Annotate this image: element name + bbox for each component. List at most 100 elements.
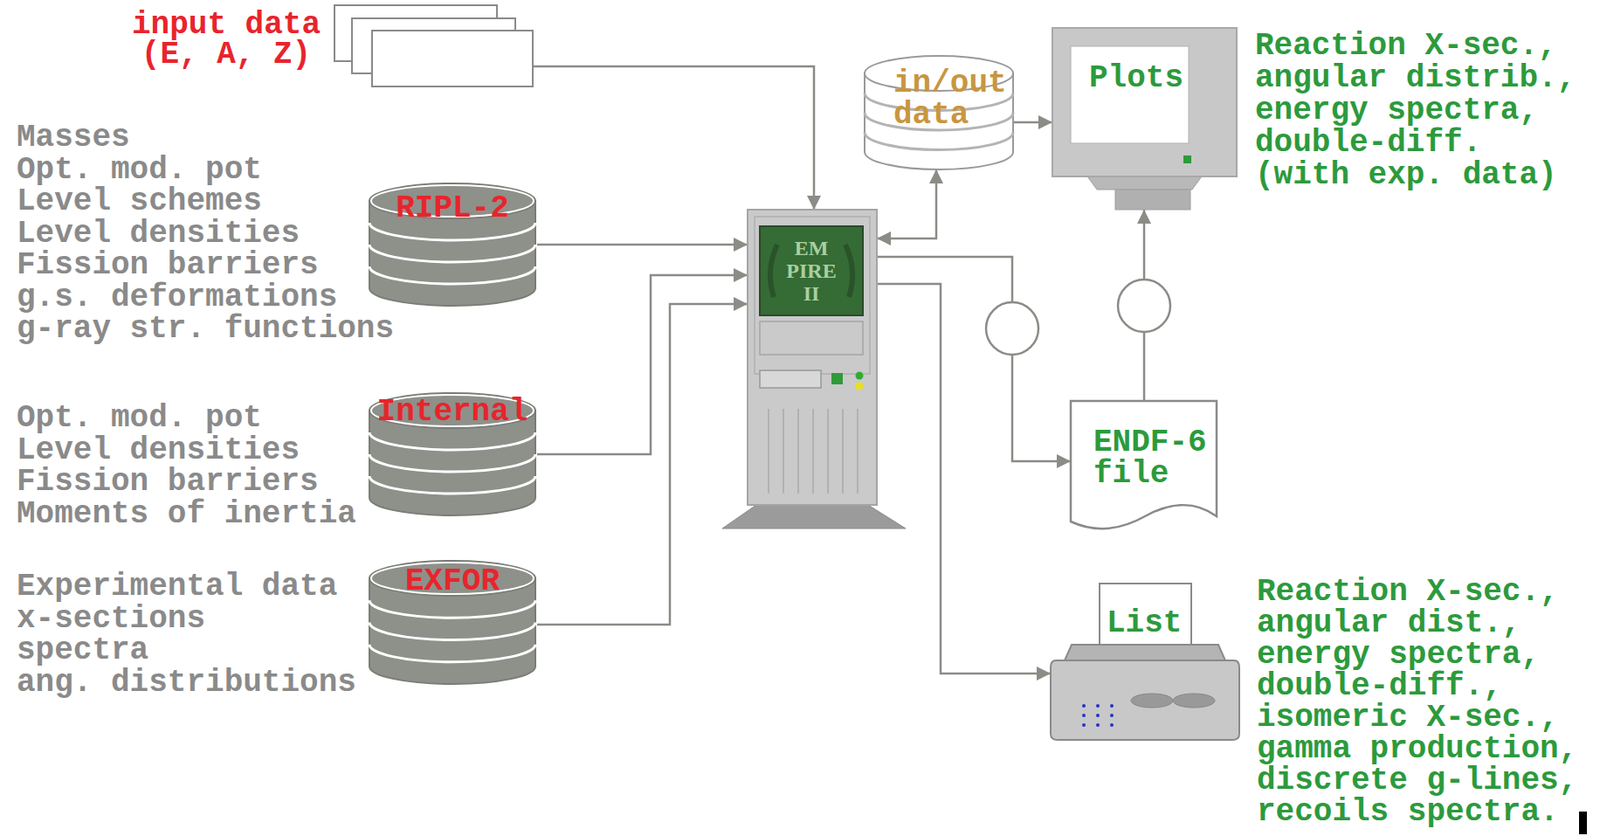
connector	[876, 256, 1071, 462]
printer-button	[1172, 693, 1215, 708]
list-item: spectra	[16, 634, 149, 667]
list-item: energy spectra,	[1255, 95, 1538, 127]
list-item: Level schemes	[16, 186, 263, 218]
node-label: Plots	[1089, 62, 1184, 95]
database-disc	[369, 622, 536, 641]
document-shape	[1070, 400, 1217, 529]
power-led	[1183, 155, 1192, 164]
printer-dot	[1110, 723, 1114, 727]
database-disc	[369, 475, 536, 494]
database-disc	[369, 454, 536, 472]
monitor-neck	[1087, 176, 1202, 190]
diagram-node: input data (E, A, Z)	[122, 5, 533, 89]
connector	[876, 169, 937, 239]
node-label: EXFOR	[369, 565, 536, 598]
line-circle	[986, 302, 1039, 355]
list-item: Fission barriers	[16, 466, 319, 498]
printer-top	[1064, 644, 1226, 661]
list-item: isomeric X-sec.,	[1256, 702, 1559, 734]
power-led	[831, 372, 843, 385]
printer-dot	[1096, 713, 1100, 718]
tower-case	[747, 209, 877, 505]
database-disc	[369, 244, 536, 263]
list-item: discrete g-lines,	[1256, 765, 1578, 797]
printer-dot	[1082, 703, 1086, 708]
monitor-case	[1052, 27, 1237, 177]
database-disc	[864, 132, 1014, 151]
list-item: Opt. mod. pot	[16, 402, 263, 435]
list-item: energy spectra,	[1256, 639, 1540, 671]
monitor-screen	[1070, 46, 1189, 144]
node-label: List	[1106, 607, 1182, 640]
diagram-node: in/out data	[864, 55, 1014, 170]
diagram-node: List Reaction X-sec.,angular dist.,energy…	[1050, 576, 1588, 830]
vent-line	[782, 408, 785, 494]
vent-line	[856, 408, 859, 494]
list-item: Reaction X-sec.,	[1255, 30, 1558, 63]
list-item: gamma production,	[1256, 733, 1578, 766]
list-item: Opt. mod. pot	[16, 154, 263, 187]
node-label: RIPL-2	[369, 193, 536, 225]
database-disc	[369, 600, 536, 618]
line-circle	[1117, 279, 1171, 332]
connector	[537, 303, 748, 625]
diagram-node: EXFORExperimental datax-sectionsspectraa…	[13, 560, 538, 705]
monitor-foot	[1115, 189, 1191, 210]
drive-bay	[759, 321, 863, 355]
list-item: Masses	[16, 122, 131, 154]
printer-body	[1050, 660, 1240, 740]
list-item: Level densities	[16, 218, 300, 250]
cursor-mark	[1579, 811, 1587, 835]
printer-button	[1131, 693, 1173, 708]
vent-line	[767, 408, 770, 494]
printer-dot	[1082, 723, 1086, 727]
logo-screen	[759, 226, 863, 316]
tower-base	[722, 504, 906, 529]
list-item: double-diff.	[1255, 127, 1482, 159]
connector	[532, 66, 814, 210]
list-item: (with exp. data)	[1255, 159, 1558, 192]
list-item: g-ray str. functions	[16, 313, 394, 345]
database-disc	[369, 432, 536, 450]
diagram-node: Plots Reaction X-sec.,angular distrib.,en…	[1052, 27, 1581, 210]
node-label: ENDF-6 file	[1093, 427, 1212, 490]
node-label: EM PIRE II	[780, 236, 842, 305]
led	[855, 382, 864, 391]
list-item: double-diff.,	[1256, 670, 1503, 703]
printer-dot	[1096, 703, 1100, 708]
tower-panel	[754, 216, 870, 374]
printer-dot	[1110, 713, 1114, 718]
list-item: Level densities	[16, 434, 300, 467]
list-item: Fission barriers	[16, 249, 319, 282]
printer-dot	[1082, 713, 1086, 718]
database-disc	[369, 266, 536, 284]
connector	[1013, 121, 1053, 125]
list-item: Reaction X-sec.,	[1256, 576, 1559, 608]
list-item: angular distrib.,	[1255, 62, 1576, 95]
list-item: ang. distributions	[16, 667, 357, 699]
node-label: Internal	[369, 396, 536, 428]
node-label: input data (E, A, Z)	[122, 10, 331, 70]
connector	[537, 275, 748, 455]
connector	[876, 283, 1051, 674]
database-top	[369, 393, 536, 428]
drive-slot	[759, 370, 821, 388]
database-disc	[369, 222, 536, 241]
printer-dot	[1096, 723, 1100, 727]
vent-line	[841, 408, 844, 494]
list-item: angular dist.,	[1256, 607, 1521, 640]
list-item: x-sections	[16, 603, 206, 635]
vent-line	[797, 408, 800, 494]
diagram-node: ENDF-6 file	[1070, 400, 1217, 533]
vent-line	[827, 408, 829, 494]
diagram-node: RIPL-2 MassesOpt. mod. potLevel schemesLe…	[13, 117, 538, 347]
list-item: g.s. deformations	[16, 282, 338, 314]
page-sheet	[372, 30, 533, 87]
node-label: in/out data	[893, 68, 1012, 132]
diagram-node: EM PIRE II	[747, 209, 877, 529]
database-disc	[369, 644, 536, 663]
printer-dot	[1110, 703, 1114, 708]
vent-line	[812, 408, 814, 494]
list-item: Moments of inertia	[16, 498, 357, 531]
